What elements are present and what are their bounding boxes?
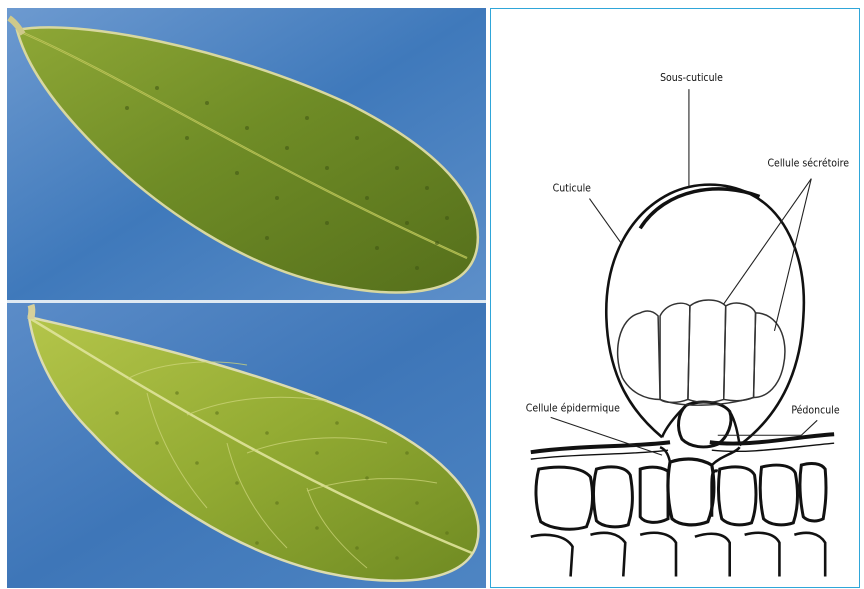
leaf-upper-illustration [7,8,486,300]
secretory-cells [618,300,785,405]
label-cuticule: Cuticule [553,183,592,195]
petiole [31,305,32,319]
leaf-lower-surface-photo [7,303,486,588]
leaf-upper-surface-photo [7,8,486,300]
leaf-lower-illustration [7,303,486,588]
secretory-gland-diagram: Sous-cuticule Cuticule Cellule sécrétoir… [491,9,859,587]
stalk-cell [678,402,730,447]
basal-epidermal-cell [668,459,714,525]
epidermis-cells [531,434,834,576]
label-cellule-epidermique: Cellule épidermique [526,402,620,414]
gland-diagram-panel: Sous-cuticule Cuticule Cellule sécrétoir… [490,8,860,588]
label-cellule-secretoire: Cellule sécrétoire [767,158,849,170]
label-pedoncule: Pédoncule [791,404,839,416]
label-sous-cuticule: Sous-cuticule [660,72,723,84]
